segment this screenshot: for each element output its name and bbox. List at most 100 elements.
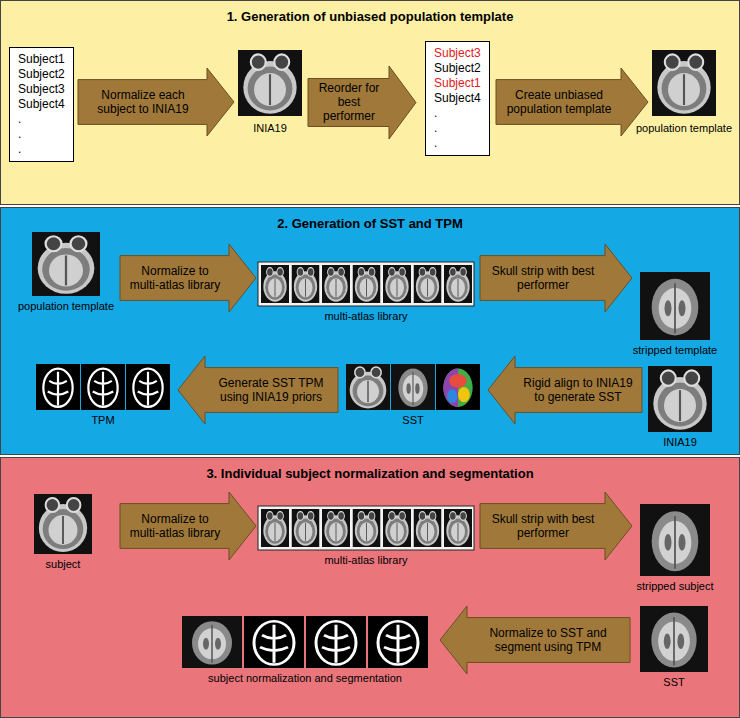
arrow-text-area: Normalize each subject to INIA19 [83, 80, 203, 125]
arrow-text-area: Generate SST TPM using INIA19 priors [209, 368, 333, 413]
step-label: Normalize to multi-atlas library [125, 264, 225, 292]
atlas-strip [258, 506, 474, 550]
subject-item: Subject1 [18, 52, 65, 67]
process-arrow: Normalize each subject to INIA19 [77, 67, 235, 137]
segmentation-image [182, 616, 242, 668]
arrow-text-area: Rigid align to INIA19 to generate SST [519, 368, 637, 413]
subject-item: . [18, 127, 65, 142]
template-image [32, 232, 100, 296]
sst-image [346, 364, 390, 410]
arrow-outline [488, 356, 642, 424]
atlas-image [292, 265, 320, 303]
atlas-image [383, 509, 411, 547]
arrow-outline [120, 492, 256, 560]
segmentation-image [368, 616, 428, 668]
arrow-text-block: Normalize to multi-atlas library [125, 264, 225, 292]
image-caption: subject normalization and segmentation [208, 672, 402, 685]
arrow-text-block: Skull strip with best performer [485, 512, 601, 540]
step-label: Create unbiased population template [501, 88, 617, 116]
process-arrow: Reorder for best performer [307, 65, 417, 140]
subject-item: Subject2 [434, 61, 481, 76]
atlas-image [353, 509, 381, 547]
arrow-text-area: Normalize to multi-atlas library [125, 504, 225, 549]
section-title: 3. Individual subject normalization and … [1, 458, 739, 482]
template-image [652, 50, 716, 116]
process-arrow: Generate SST TPM using INIA19 priors [177, 355, 339, 425]
arrow-outline [480, 492, 632, 560]
arrow-text-area: Skull strip with best performer [485, 504, 601, 549]
process-arrow: Create unbiased population template [495, 67, 649, 137]
arrow-text-block: Normalize to multi-atlas library [125, 512, 225, 540]
subject-item: Subject2 [18, 67, 65, 82]
arrow-shape [307, 65, 417, 140]
atlas-image [261, 265, 289, 303]
process-arrow: Rigid align to INIA19 to generate SST [487, 355, 643, 425]
subject-image [34, 494, 92, 554]
process-arrow: Normalize to multi-atlas library [119, 491, 257, 561]
arrow-text-area: Reorder for best performer [313, 78, 385, 126]
atlas-image [322, 265, 350, 303]
image-caption: population template [18, 300, 114, 313]
arrow-text-area: Create unbiased population template [501, 80, 617, 125]
section-title: 1. Generation of unbiased population tem… [1, 1, 739, 25]
stripped-image [640, 504, 710, 576]
arrow-outline [440, 606, 630, 674]
subject-item: Subject4 [434, 91, 481, 106]
atlas-image [261, 509, 289, 547]
step-label: Normalize to multi-atlas library [125, 512, 225, 540]
atlas-image [414, 509, 442, 547]
step-label: Normalize to SST and segment using TPM [471, 626, 625, 654]
image-caption: population template [636, 122, 732, 135]
sst-image [436, 364, 480, 410]
image-caption: SST [402, 414, 423, 427]
atlas-image [444, 509, 472, 547]
step-label: Skull strip with best performer [485, 512, 601, 540]
arrow-text-area: Normalize to SST and segment using TPM [471, 618, 625, 663]
process-arrow: Normalize to SST and segment using TPM [439, 605, 631, 675]
image-caption: subject [46, 558, 81, 571]
atlas-image [414, 265, 442, 303]
subject-item: . [18, 142, 65, 157]
segmentation-image [306, 616, 366, 668]
atlas-image [383, 265, 411, 303]
step-label: Rigid align to INIA19 to generate SST [519, 376, 637, 404]
image-caption: multi-atlas library [324, 554, 407, 567]
arrow-outline [78, 68, 234, 136]
arrow-text-block: Rigid align to INIA19 to generate SST [519, 376, 637, 404]
section-title: 2. Generation of SST and TPM [1, 208, 739, 232]
image-caption: INIA19 [253, 122, 287, 135]
section-band: 1. Generation of unbiased population tem… [0, 0, 740, 205]
tpm-image [126, 364, 170, 410]
sst-image [640, 606, 708, 672]
subject-list: Subject1Subject2Subject3Subject4... [9, 47, 74, 162]
tpm-image [81, 364, 125, 410]
image-caption: multi-atlas library [324, 310, 407, 323]
arrow-text-block: Skull strip with best performer [485, 264, 601, 292]
arrow-text-block: Generate SST TPM using INIA19 priors [209, 376, 333, 404]
process-arrow: Normalize to multi-atlas library [119, 243, 257, 313]
subject-item: . [434, 136, 481, 151]
arrow-text-area: Normalize to multi-atlas library [125, 256, 225, 301]
subject-item: Subject3 [434, 46, 481, 61]
subject-item: Subject3 [18, 82, 65, 97]
atlas-strip [258, 262, 474, 306]
arrow-outline [496, 68, 648, 136]
subject-item: Subject4 [18, 97, 65, 112]
step-label: Generate SST TPM using INIA19 priors [209, 376, 333, 404]
image-caption: stripped template [633, 344, 717, 357]
segmentation-image [244, 616, 304, 668]
step-label: Skull strip with best performer [485, 264, 601, 292]
arrow-outline [178, 356, 338, 424]
arrow-text-block: Normalize each subject to INIA19 [83, 88, 203, 116]
inia19-image [648, 366, 712, 432]
subject-list: Subject3Subject2Subject1Subject4... [425, 41, 490, 156]
atlas-image [292, 509, 320, 547]
arrow-text-area: Skull strip with best performer [485, 256, 601, 301]
atlas-image [353, 265, 381, 303]
arrow-text-block: Create unbiased population template [501, 88, 617, 116]
subject-item: . [434, 106, 481, 121]
process-arrow: Skull strip with best performer [479, 243, 633, 313]
stripped-image [640, 272, 710, 340]
image-caption: TPM [91, 414, 114, 427]
image-caption: SST [663, 676, 684, 689]
